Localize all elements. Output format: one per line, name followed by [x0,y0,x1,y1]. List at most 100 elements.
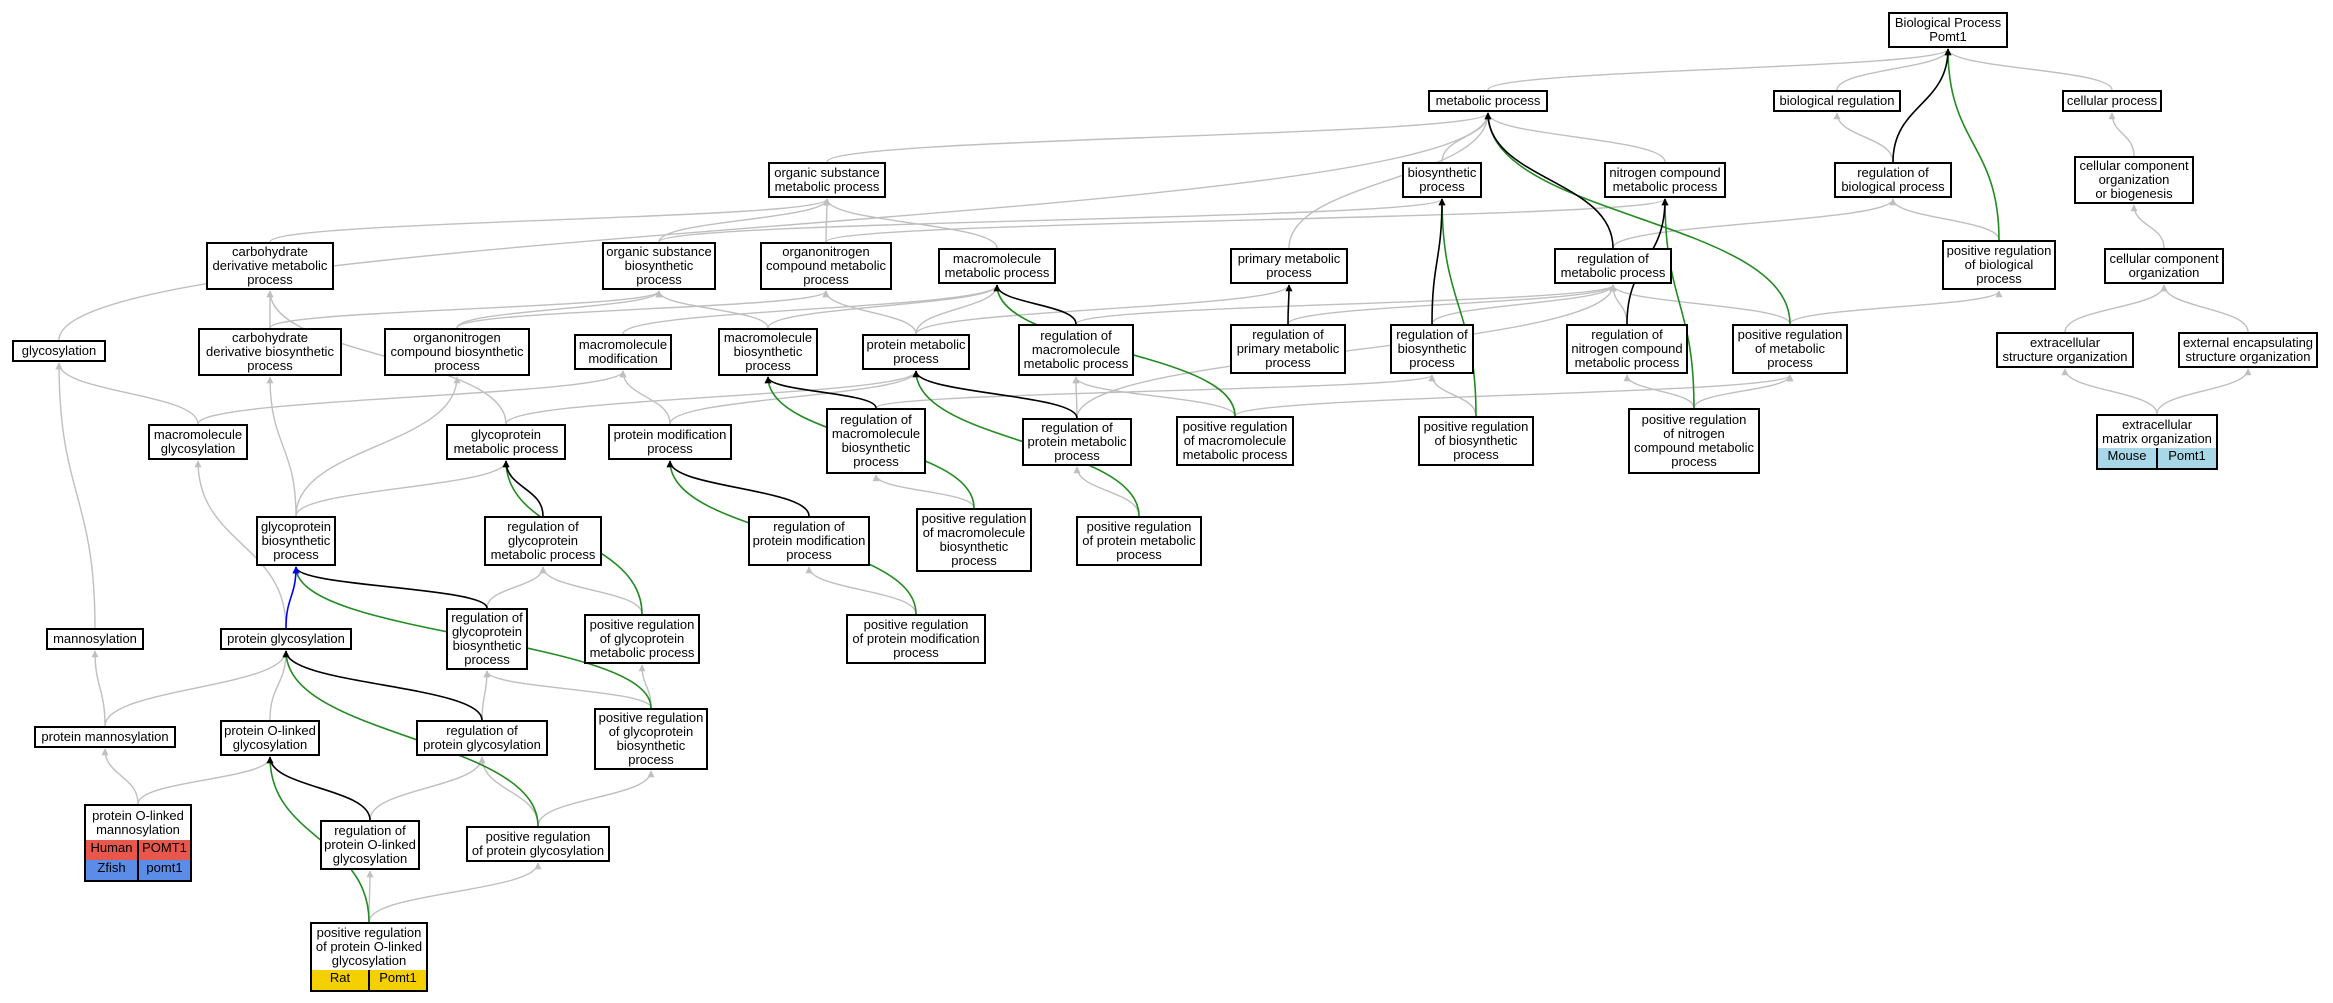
node-organic-substance-metabolic-process[interactable]: organic substance metabolic process [768,162,886,198]
node-regulation-of-primary-metabolic-process[interactable]: regulation of primary metabolic process [1230,324,1346,374]
edge-pmod-to-mmod [619,370,671,425]
node-positive-regulation-of-macromolecule-metabolic-process[interactable]: positive regulation of macromolecule met… [1176,416,1294,466]
node-regulation-of-protein-metabolic-process[interactable]: regulation of protein metabolic process [1022,418,1132,466]
node-organonitrogen-compound-biosynthetic-process[interactable]: organonitrogen compound biosynthetic pro… [384,328,530,376]
node-cellular-component-organization-or-biogenesis[interactable]: cellular component organization or bioge… [2074,156,2194,204]
node-regulation-of-macromolecule-metabolic-process[interactable]: regulation of macromolecule metabolic pr… [1018,324,1134,376]
edge-emo-to-eso [2061,368,2158,415]
node-positive-regulation-of-macromolecule-biosynthetic-process[interactable]: positive regulation of macromolecule bio… [916,508,1032,572]
node-positive-regulation-of-protein-o-linked-glycosylation[interactable]: positive regulation of protein O-linked … [310,922,428,972]
species-badge-rat: Rat [310,970,370,992]
edge-breg-to-bp [1836,48,1952,91]
edge-rmp-to-rbp [1612,198,1897,249]
edge-pglyc-to-gpbp [285,566,300,629]
node-primary-metabolic-process[interactable]: primary metabolic process [1230,248,1348,284]
node-extracellular-matrix-organization[interactable]: extracellular matrix organization [2096,414,2218,450]
node-positive-regulation-of-nitrogen-compound-metabolic-process[interactable]: positive regulation of nitrogen compound… [1628,408,1760,474]
node-regulation-of-macromolecule-biosynthetic-process[interactable]: regulation of macromolecule biosynthetic… [826,408,926,474]
edge-mann-to-glyc [55,362,96,629]
node-positive-regulation-of-glycoprotein-biosynthetic-process[interactable]: positive regulation of glycoprotein bios… [594,708,708,770]
node-protein-metabolic-process[interactable]: protein metabolic process [862,334,970,370]
edge-rpglyc-to-rgpbp [481,670,491,721]
node-positive-regulation-of-protein-glycosylation[interactable]: positive regulation of protein glycosyla… [466,826,610,862]
node-cellular-process[interactable]: cellular process [2062,90,2162,112]
edge-ncmp-to-mp [1484,112,1666,163]
edge-prncmp-to-ncmp [1661,198,1695,409]
edge-prmp-to-oncmp [822,290,917,335]
node-glycosylation[interactable]: glycosylation [12,340,106,362]
species-badge-human: Human [84,840,139,862]
node-macromolecule-modification[interactable]: macromolecule modification [574,334,672,370]
node-biological-regulation[interactable]: biological regulation [1773,90,1901,112]
node-positive-regulation-of-metabolic-process[interactable]: positive regulation of metabolic process [1732,324,1848,374]
tag-row-human: Human POMT1 [84,840,192,862]
node-regulation-of-metabolic-process[interactable]: regulation of metabolic process [1554,248,1672,284]
node-regulation-of-protein-modification-process[interactable]: regulation of protein modification proce… [748,516,870,566]
edge-gpbp-to-cdbp [266,376,297,517]
edge-mglyc-to-glyc [55,362,199,425]
edge-mglyc-to-mmod [197,370,627,425]
node-regulation-of-biological-process[interactable]: regulation of biological process [1834,162,1952,198]
node-positive-regulation-of-protein-modification-process[interactable]: positive regulation of protein modificat… [846,614,986,664]
edge-rgpbp-to-gpbp [292,566,488,609]
edge-rbsp-to-rmp [1431,284,1617,325]
edge-emo-to-eeso [2156,368,2252,415]
node-regulation-of-protein-glycosylation[interactable]: regulation of protein glycosylation [416,720,548,756]
edge-cdbp-to-osbp [269,290,663,329]
tag-row-mouse: Mouse Pomt1 [2096,448,2218,470]
node-regulation-of-glycoprotein-metabolic-process[interactable]: regulation of glycoprotein metabolic pro… [484,516,602,566]
node-positive-regulation-of-biosynthetic-process[interactable]: positive regulation of biosynthetic proc… [1418,416,1534,466]
gene-badge-human: POMT1 [139,840,192,862]
edge-prpmod-to-rpmod [805,566,917,615]
edge-prmp-to-pmp [915,284,1293,335]
edge-prmp-to-mmp [915,284,1001,335]
edge-mbp-to-mmp [767,284,1001,329]
node-protein-o-linked-mannosylation[interactable]: protein O-linked mannosylation [84,804,192,842]
node-positive-regulation-of-glycoprotein-metabolic-process[interactable]: positive regulation of glycoprotein meta… [584,614,700,664]
edge-prprmp-to-rprmp [1073,466,1140,517]
edge-prpolg-to-polg [266,756,370,923]
node-biological-process[interactable]: Biological Process Pomt1 [1888,12,2008,48]
edge-prbp-to-rbp [1889,198,2000,241]
node-macromolecule-glycosylation[interactable]: macromolecule glycosylation [148,424,248,460]
node-nitrogen-compound-metabolic-process[interactable]: nitrogen compound metabolic process [1604,162,1726,198]
node-positive-regulation-of-protein-metabolic-process[interactable]: positive regulation of protein metabolic… [1076,516,1202,566]
node-regulation-of-biosynthetic-process[interactable]: regulation of biosynthetic process [1390,324,1474,374]
node-protein-o-linked-glycosylation[interactable]: protein O-linked glycosylation [220,720,320,756]
node-mannosylation[interactable]: mannosylation [46,628,144,650]
node-macromolecule-metabolic-process[interactable]: macromolecule metabolic process [938,248,1056,284]
edge-oncmp-to-osmp [823,198,831,243]
node-organonitrogen-compound-metabolic-process[interactable]: organonitrogen compound metabolic proces… [760,242,892,290]
edge-rmmp-to-rmp [1075,284,1617,325]
node-positive-regulation-of-biological-process[interactable]: positive regulation of biological proces… [1942,240,2056,290]
node-macromolecule-biosynthetic-process[interactable]: macromolecule biosynthetic process [718,328,818,376]
node-protein-mannosylation[interactable]: protein mannosylation [34,726,176,748]
node-carbohydrate-derivative-metabolic-process[interactable]: carbohydrate derivative metabolic proces… [206,242,334,290]
edge-ccob-to-cp [2108,112,2135,157]
node-biosynthetic-process[interactable]: biosynthetic process [1402,162,1482,198]
node-regulation-of-glycoprotein-biosynthetic-process[interactable]: regulation of glycoprotein biosynthetic … [446,608,528,670]
node-protein-glycosylation[interactable]: protein glycosylation [220,628,352,650]
tag-row-zfish: Zfish pomt1 [84,860,192,882]
edge-eeso-to-cco [2160,284,2249,333]
node-regulation-of-nitrogen-compound-metabolic-process[interactable]: regulation of nitrogen compound metaboli… [1566,324,1688,374]
node-extracellular-structure-organization[interactable]: extracellular structure organization [1996,332,2134,368]
edge-prpglyc-to-prgpbp [537,770,655,827]
node-glycoprotein-metabolic-process[interactable]: glycoprotein metabolic process [446,424,566,460]
edge-gpbp-to-gpmp [295,460,510,517]
edge-gpmp-to-prmp [505,370,920,425]
edge-mmp-to-osmp [823,198,998,249]
node-cellular-component-organization[interactable]: cellular component organization [2104,248,2224,284]
node-regulation-of-protein-o-linked-glycosylation[interactable]: regulation of protein O-linked glycosyla… [320,820,420,870]
node-carbohydrate-derivative-biosynthetic-process[interactable]: carbohydrate derivative biosynthetic pro… [198,328,342,376]
node-protein-modification-process[interactable]: protein modification process [608,424,732,460]
edge-polg-to-pglyc [269,650,290,721]
node-organic-substance-biosynthetic-process[interactable]: organic substance biosynthetic process [602,242,716,290]
edge-rbsp-to-bsp [1431,198,1446,325]
node-external-encapsulating-structure-organization[interactable]: external encapsulating structure organiz… [2178,332,2318,368]
edge-prmmp-to-prmet [1234,374,1794,417]
edge-glyc-to-mp [58,112,1492,341]
node-glycoprotein-biosynthetic-process[interactable]: glycoprotein biosynthetic process [256,516,336,566]
edge-prmmp-to-rmmp [1072,376,1236,417]
node-metabolic-process[interactable]: metabolic process [1428,90,1548,112]
